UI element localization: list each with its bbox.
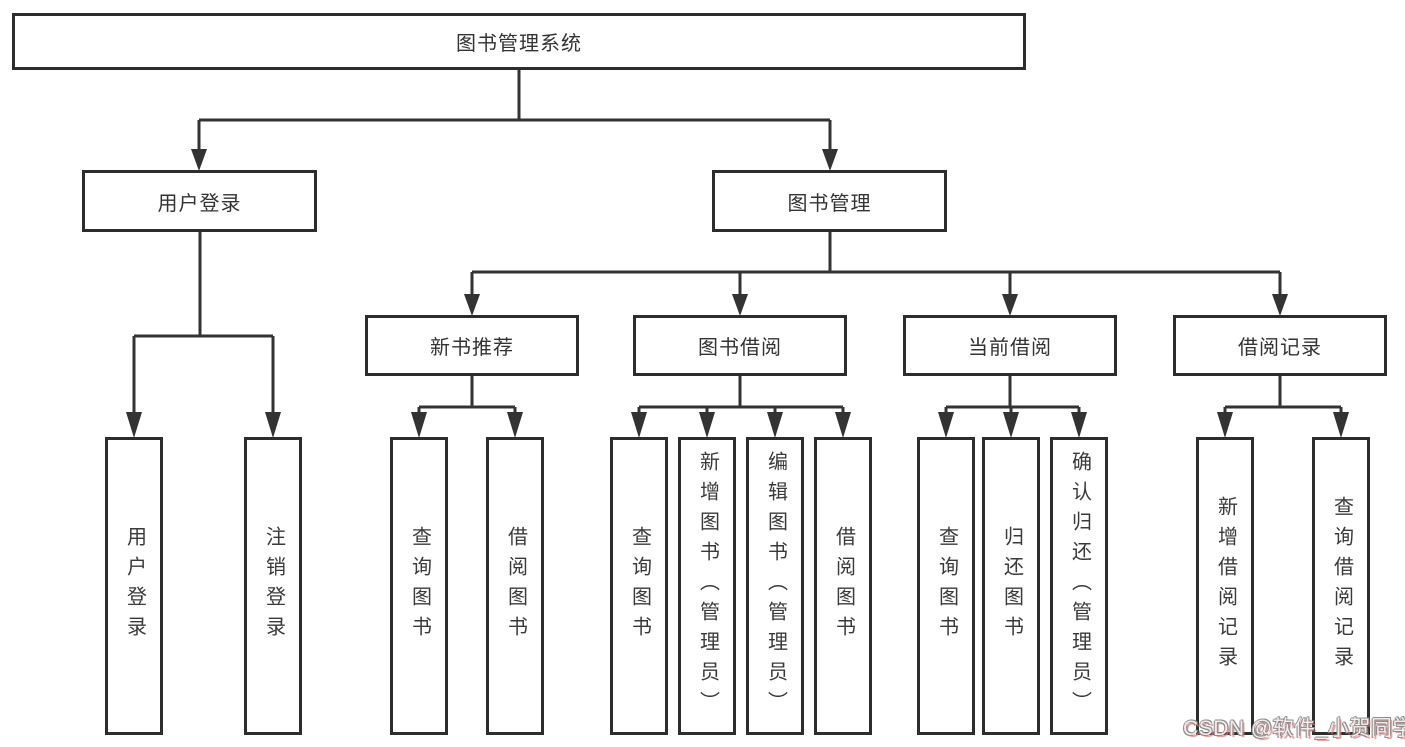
node-label: 图书管理 — [787, 192, 872, 215]
node-label: 查询图书 — [628, 526, 651, 646]
node-label: 确认归还（管理员） — [1068, 451, 1091, 721]
node-user-login: 用户登录 — [82, 170, 317, 232]
node-label: 注销登录 — [262, 526, 285, 646]
leaf-query-borrow-record: 查询借阅记录 — [1312, 437, 1370, 735]
arrowheads — [126, 149, 1349, 438]
leaf-query-book-recommend: 查询图书 — [390, 437, 448, 735]
leaf-borrow-book-borrow: 借阅图书 — [814, 437, 872, 735]
node-label: 用户登录 — [157, 192, 242, 215]
leaf-add-book-admin: 新增图书（管理员） — [678, 437, 736, 735]
leaf-return-book: 归还图书 — [982, 437, 1040, 735]
csdn-watermark: CSDN @软件_小贺同学 — [1183, 717, 1405, 740]
leaf-query-book-current: 查询图书 — [917, 437, 975, 735]
node-label: 新增图书（管理员） — [696, 451, 719, 721]
node-label: 当前借阅 — [968, 337, 1052, 359]
node-label: 图书管理系统 — [456, 33, 582, 55]
node-label: 查询图书 — [935, 526, 958, 646]
node-current-borrow: 当前借阅 — [903, 315, 1117, 376]
leaf-logout: 注销登录 — [244, 437, 302, 735]
leaf-edit-book-admin: 编辑图书（管理员） — [746, 437, 804, 735]
node-book-management: 图书管理 — [712, 170, 947, 232]
node-label: 借阅图书 — [504, 526, 527, 646]
leaf-confirm-return-admin: 确认归还（管理员） — [1050, 437, 1108, 735]
node-label: 查询借阅记录 — [1330, 496, 1353, 676]
node-new-book-recommend: 新书推荐 — [365, 315, 579, 376]
leaf-user-login: 用户登录 — [105, 437, 163, 735]
leaf-query-book-borrow: 查询图书 — [610, 437, 668, 735]
node-label: 新书推荐 — [430, 337, 514, 359]
node-label: 新增借阅记录 — [1214, 496, 1237, 676]
node-label: 借阅记录 — [1238, 337, 1322, 359]
node-book-borrow: 图书借阅 — [633, 315, 847, 376]
node-label: 借阅图书 — [832, 526, 855, 646]
node-label: 图书借阅 — [698, 337, 782, 359]
node-label: 查询图书 — [408, 526, 431, 646]
node-label: 编辑图书（管理员） — [764, 451, 787, 721]
leaf-add-borrow-record: 新增借阅记录 — [1196, 437, 1254, 735]
node-label: 归还图书 — [1000, 526, 1023, 646]
leaf-borrow-book-recommend: 借阅图书 — [486, 437, 544, 735]
node-borrow-records: 借阅记录 — [1173, 315, 1387, 376]
node-label: 用户登录 — [123, 526, 146, 646]
node-library-system: 图书管理系统 — [12, 13, 1026, 70]
